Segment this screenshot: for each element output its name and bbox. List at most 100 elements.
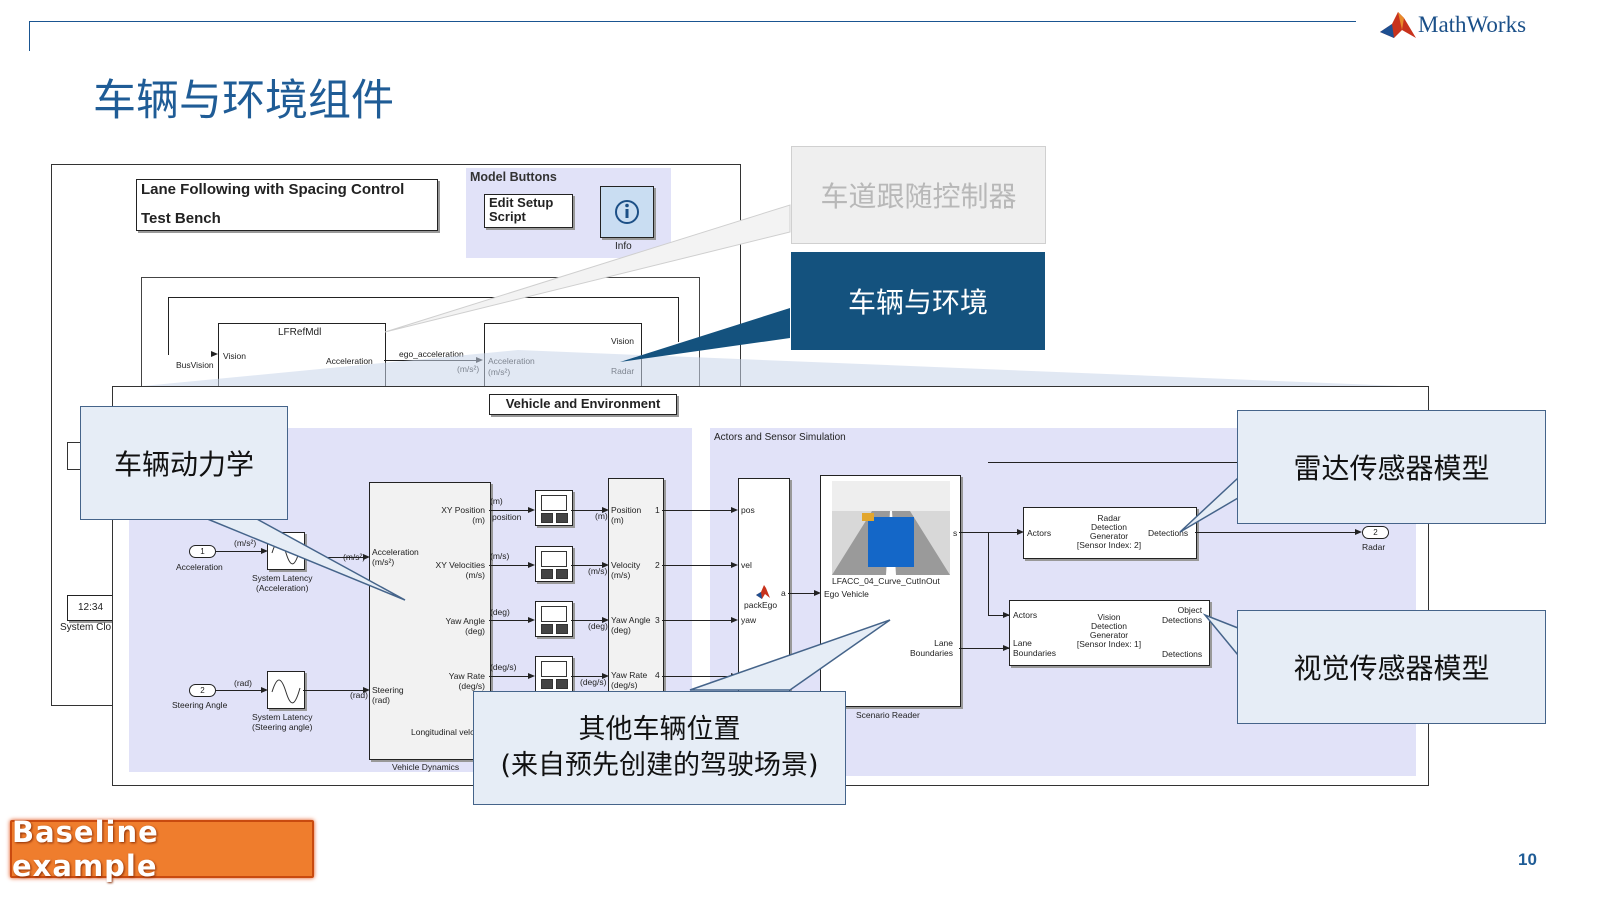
inport-steering[interactable]: 2 <box>189 684 216 697</box>
dyn-unit-degs: (deg/s) <box>490 662 517 672</box>
veh-env-out-vision: Vision <box>611 336 634 346</box>
header-rule-left <box>29 21 30 51</box>
scenario-out-s: s <box>953 528 958 538</box>
latency-wave-icon <box>271 679 301 704</box>
bus-creator-block[interactable] <box>608 478 664 692</box>
pack-in-yaw: yaw <box>741 615 757 625</box>
radar-out-detections: Detections <box>1148 528 1189 538</box>
vehicle-dynamics-label: Vehicle Dynamics <box>392 762 460 772</box>
vision-out-lanes: Detections <box>1162 649 1203 659</box>
dyn-in-acceleration: Acceleration (m/s²) <box>372 547 419 567</box>
actors-section-label: Actors and Sensor Simulation <box>714 432 846 443</box>
bus-in-yaw-angle: Yaw Angle (deg) <box>611 615 651 635</box>
callout-vehicle-environment: 车辆与环境 <box>791 252 1045 350</box>
system-clock-display: 12:34 <box>67 595 114 621</box>
latency-steering-block[interactable] <box>267 671 305 709</box>
lf-ref-model-name: LFRefMdl <box>278 327 322 338</box>
lf-ref-out-acc: Acceleration <box>326 356 373 366</box>
header-rule <box>29 21 1356 22</box>
callout-lane-controller: 车道跟随控制器 <box>791 146 1046 244</box>
clock-block-edge <box>67 442 80 470</box>
bus-index-4: 4 <box>655 670 660 680</box>
radar-in-actors: Actors <box>1027 528 1052 538</box>
scope-position[interactable] <box>535 490 573 526</box>
callout-other-vehicles-line2: (来自预先创建的驾驶场景) <box>500 750 819 781</box>
latency-acceleration-label: System Latency (Acceleration) <box>252 573 313 593</box>
inport-acceleration[interactable]: 1 <box>189 545 216 558</box>
dyn-unit-ms: (m/s) <box>490 551 510 561</box>
vision-in-lanes: Lane Boundaries <box>1013 638 1057 658</box>
bus-index-3: 3 <box>655 615 660 625</box>
inport-acceleration-label: Acceleration <box>176 562 223 572</box>
info-label: Info <box>615 241 632 252</box>
pack-ego-label: packEgo <box>744 600 778 610</box>
scope-yaw-angle[interactable] <box>535 601 573 637</box>
scope-velocity[interactable] <box>535 546 573 582</box>
bus-in-yaw-rate: Yaw Rate (deg/s) <box>611 670 648 690</box>
bus-unit-degs: (deg/s) <box>580 677 607 687</box>
inport-steering-label: Steering Angle <box>172 700 228 710</box>
info-button[interactable] <box>600 186 654 238</box>
outport-radar[interactable]: 2 <box>1362 526 1389 539</box>
dyn-in-steer-unit: (rad) <box>350 690 368 700</box>
inport-steering-unit: (rad) <box>234 678 252 688</box>
vision-detection-generator[interactable] <box>1009 600 1210 666</box>
vision-body: Vision Detection Generator [Sensor Index… <box>1076 612 1142 649</box>
bus-index-2: 2 <box>655 560 660 570</box>
callout-radar-model: 雷达传感器模型 <box>1237 410 1546 524</box>
page-number: 10 <box>1518 850 1537 869</box>
bus-unit-m: (m) <box>595 511 608 521</box>
vision-in-actors: Actors <box>1013 610 1038 620</box>
vehicle-environment-title: Vehicle and Environment <box>489 394 677 415</box>
outport-radar-label: Radar <box>1362 542 1386 552</box>
scenario-in-ego: Ego Vehicle <box>824 589 869 599</box>
callout-other-vehicles-line1: 其他车辆位置 <box>578 714 741 745</box>
veh-env-out-radar: Radar <box>611 366 635 376</box>
dyn-in-steering: Steering (rad) <box>372 685 404 705</box>
pack-out-a: a <box>781 588 786 598</box>
slide-title: 车辆与环境组件 <box>93 76 394 126</box>
bus-unit-ms: (m/s) <box>588 566 608 576</box>
ego-acceleration-signal: ego_acceleration <box>399 349 464 359</box>
model-buttons-label: Model Buttons <box>470 170 557 184</box>
dyn-unit-m: (m) <box>490 496 503 506</box>
pack-in-pos: pos <box>741 505 755 515</box>
model-title-line1: Lane Following with Spacing Control <box>141 181 405 198</box>
model-title-block: Lane Following with Spacing Control Test… <box>136 179 438 231</box>
radar-body: Radar Detection Generator [Sensor Index:… <box>1076 513 1142 550</box>
inport-acceleration-unit: (m/s²) <box>234 538 257 548</box>
dyn-out-xy-velocities: XY Velocities (m/s) <box>435 560 485 580</box>
vehicle-dynamics-block[interactable] <box>369 482 491 760</box>
bus-vision-signal: BusVision <box>176 360 214 370</box>
latency-wave-icon <box>271 540 301 565</box>
vision-out-objects: Object Detections <box>1162 605 1203 625</box>
info-icon <box>615 200 639 224</box>
dyn-out-longitudinal: Longitudinal velo <box>411 727 475 737</box>
latency-acceleration-block[interactable] <box>267 532 305 570</box>
scope-yaw-rate[interactable] <box>535 656 573 692</box>
callout-other-vehicles: 其他车辆位置 (来自预先创建的驾驶场景) <box>473 691 846 805</box>
matlab-function-icon <box>756 585 770 599</box>
signal-position: position <box>492 512 522 522</box>
dyn-unit-deg: (deg) <box>490 607 510 617</box>
mathworks-logo-icon <box>1380 12 1416 38</box>
edit-setup-script-button[interactable]: Edit Setup Script <box>484 194 573 228</box>
latency-steering-label: System Latency (Steering angle) <box>252 712 313 732</box>
scenario-name: LFACC_04_Curve_CutInOut <box>832 576 940 586</box>
bus-index-1: 1 <box>655 505 660 515</box>
brand-name: MathWorks <box>1418 12 1527 37</box>
dyn-out-yaw-rate: Yaw Rate (deg/s) <box>448 671 485 691</box>
dyn-out-xy-position: XY Position (m) <box>441 505 485 525</box>
veh-env-in-unit: (m/s²) <box>488 367 511 377</box>
scenario-out-lanes: Lane Boundaries <box>910 638 954 658</box>
pack-in-vel: vel <box>741 560 752 570</box>
model-title-line2: Test Bench <box>141 210 221 227</box>
baseline-example-badge: Baseline example <box>10 815 314 883</box>
scenario-reader-label: Scenario Reader <box>856 710 920 720</box>
radar-detection-generator[interactable] <box>1023 507 1197 559</box>
acc-unit-left: (m/s²) <box>457 364 480 374</box>
callout-vision-model: 视觉传感器模型 <box>1237 610 1546 724</box>
dyn-out-yaw-angle: Yaw Angle (deg) <box>445 616 485 636</box>
bus-in-velocity: Velocity (m/s) <box>611 560 641 580</box>
callout-vehicle-dynamics: 车辆动力学 <box>80 406 288 520</box>
